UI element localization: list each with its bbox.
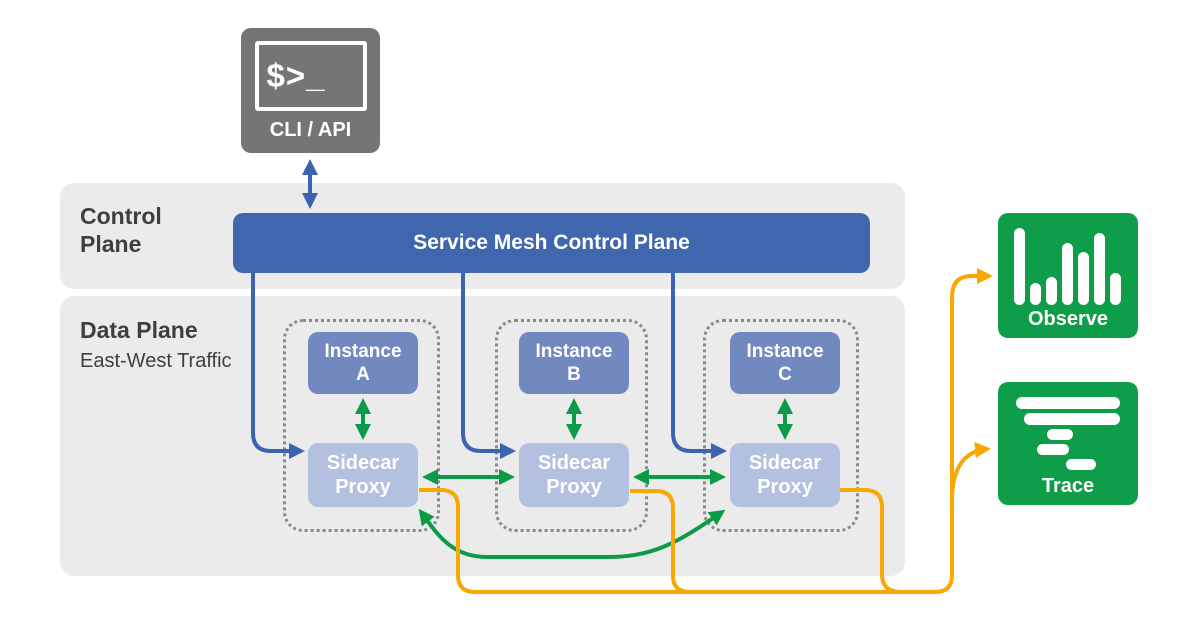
sidecar-proxy-c-node: Sidecar Proxy xyxy=(730,443,840,507)
service-mesh-control-plane-node: Service Mesh Control Plane xyxy=(233,213,870,273)
data-plane-subtitle: East-West Traffic xyxy=(80,350,232,372)
instance-a-node: Instance A xyxy=(308,332,418,394)
telemetry-line-sidecar-c xyxy=(840,488,900,594)
telemetry-bus-to-observe-arrow xyxy=(419,268,993,594)
sidecar-a-label-line2: Proxy xyxy=(335,476,391,498)
control-plane-label: Control Plane xyxy=(80,202,162,258)
telemetry-line-sidecar-b xyxy=(630,489,691,594)
pod-border-c xyxy=(703,319,859,532)
instance-a-label-line1: Instance xyxy=(324,341,402,362)
pod-border-a xyxy=(283,319,440,532)
bar-chart-icon xyxy=(1014,228,1121,305)
sidecar-c-label-line2: Proxy xyxy=(757,476,813,498)
pod-border-b xyxy=(495,319,648,532)
instance-c-label-line1: Instance xyxy=(746,341,824,362)
terminal-prompt: $>_ xyxy=(266,57,326,94)
instance-b-label-line1: Instance xyxy=(535,341,613,362)
telemetry-branch-to-trace-arrow xyxy=(950,442,991,501)
control-to-sidecar-c-arrow xyxy=(671,273,727,459)
instance-c-node: Instance C xyxy=(730,332,840,394)
instance-b-label-line2: B xyxy=(567,364,581,385)
trace-node: Trace xyxy=(998,382,1138,505)
observe-node: Observe xyxy=(998,213,1138,338)
sidecar-a-label-line1: Sidecar xyxy=(326,452,400,474)
cli-api-node: $>_ CLI / API xyxy=(241,28,380,153)
instance-c-label-line2: C xyxy=(778,364,792,385)
sidecar-a-sidecar-c-bypass-arrow xyxy=(418,508,726,559)
data-plane-title: Data Plane xyxy=(80,317,198,343)
sidecar-proxy-b-node: Sidecar Proxy xyxy=(519,443,629,507)
control-plane-label-line2: Plane xyxy=(80,231,142,257)
instance-a-label-line2: A xyxy=(356,364,370,385)
control-to-sidecar-a-arrow xyxy=(251,273,305,459)
data-plane-label: Data Plane East-West Traffic xyxy=(80,316,232,373)
sidecar-b-label-line2: Proxy xyxy=(546,476,602,498)
observe-label: Observe xyxy=(1027,308,1109,330)
cli-api-label: CLI / API xyxy=(269,119,352,141)
sidecar-c-label-line1: Sidecar xyxy=(748,452,822,474)
control-to-sidecar-b-arrow xyxy=(461,273,516,459)
sidecar-b-label-line1: Sidecar xyxy=(537,452,611,474)
terminal-icon: $>_ xyxy=(254,41,367,111)
service-mesh-control-plane-label: Service Mesh Control Plane xyxy=(413,231,690,254)
trace-label: Trace xyxy=(1041,475,1095,497)
trace-spans-icon xyxy=(1016,397,1120,470)
control-plane-label-line1: Control xyxy=(80,203,162,229)
instance-b-node: Instance B xyxy=(519,332,629,394)
sidecar-proxy-a-node: Sidecar Proxy xyxy=(308,443,418,507)
